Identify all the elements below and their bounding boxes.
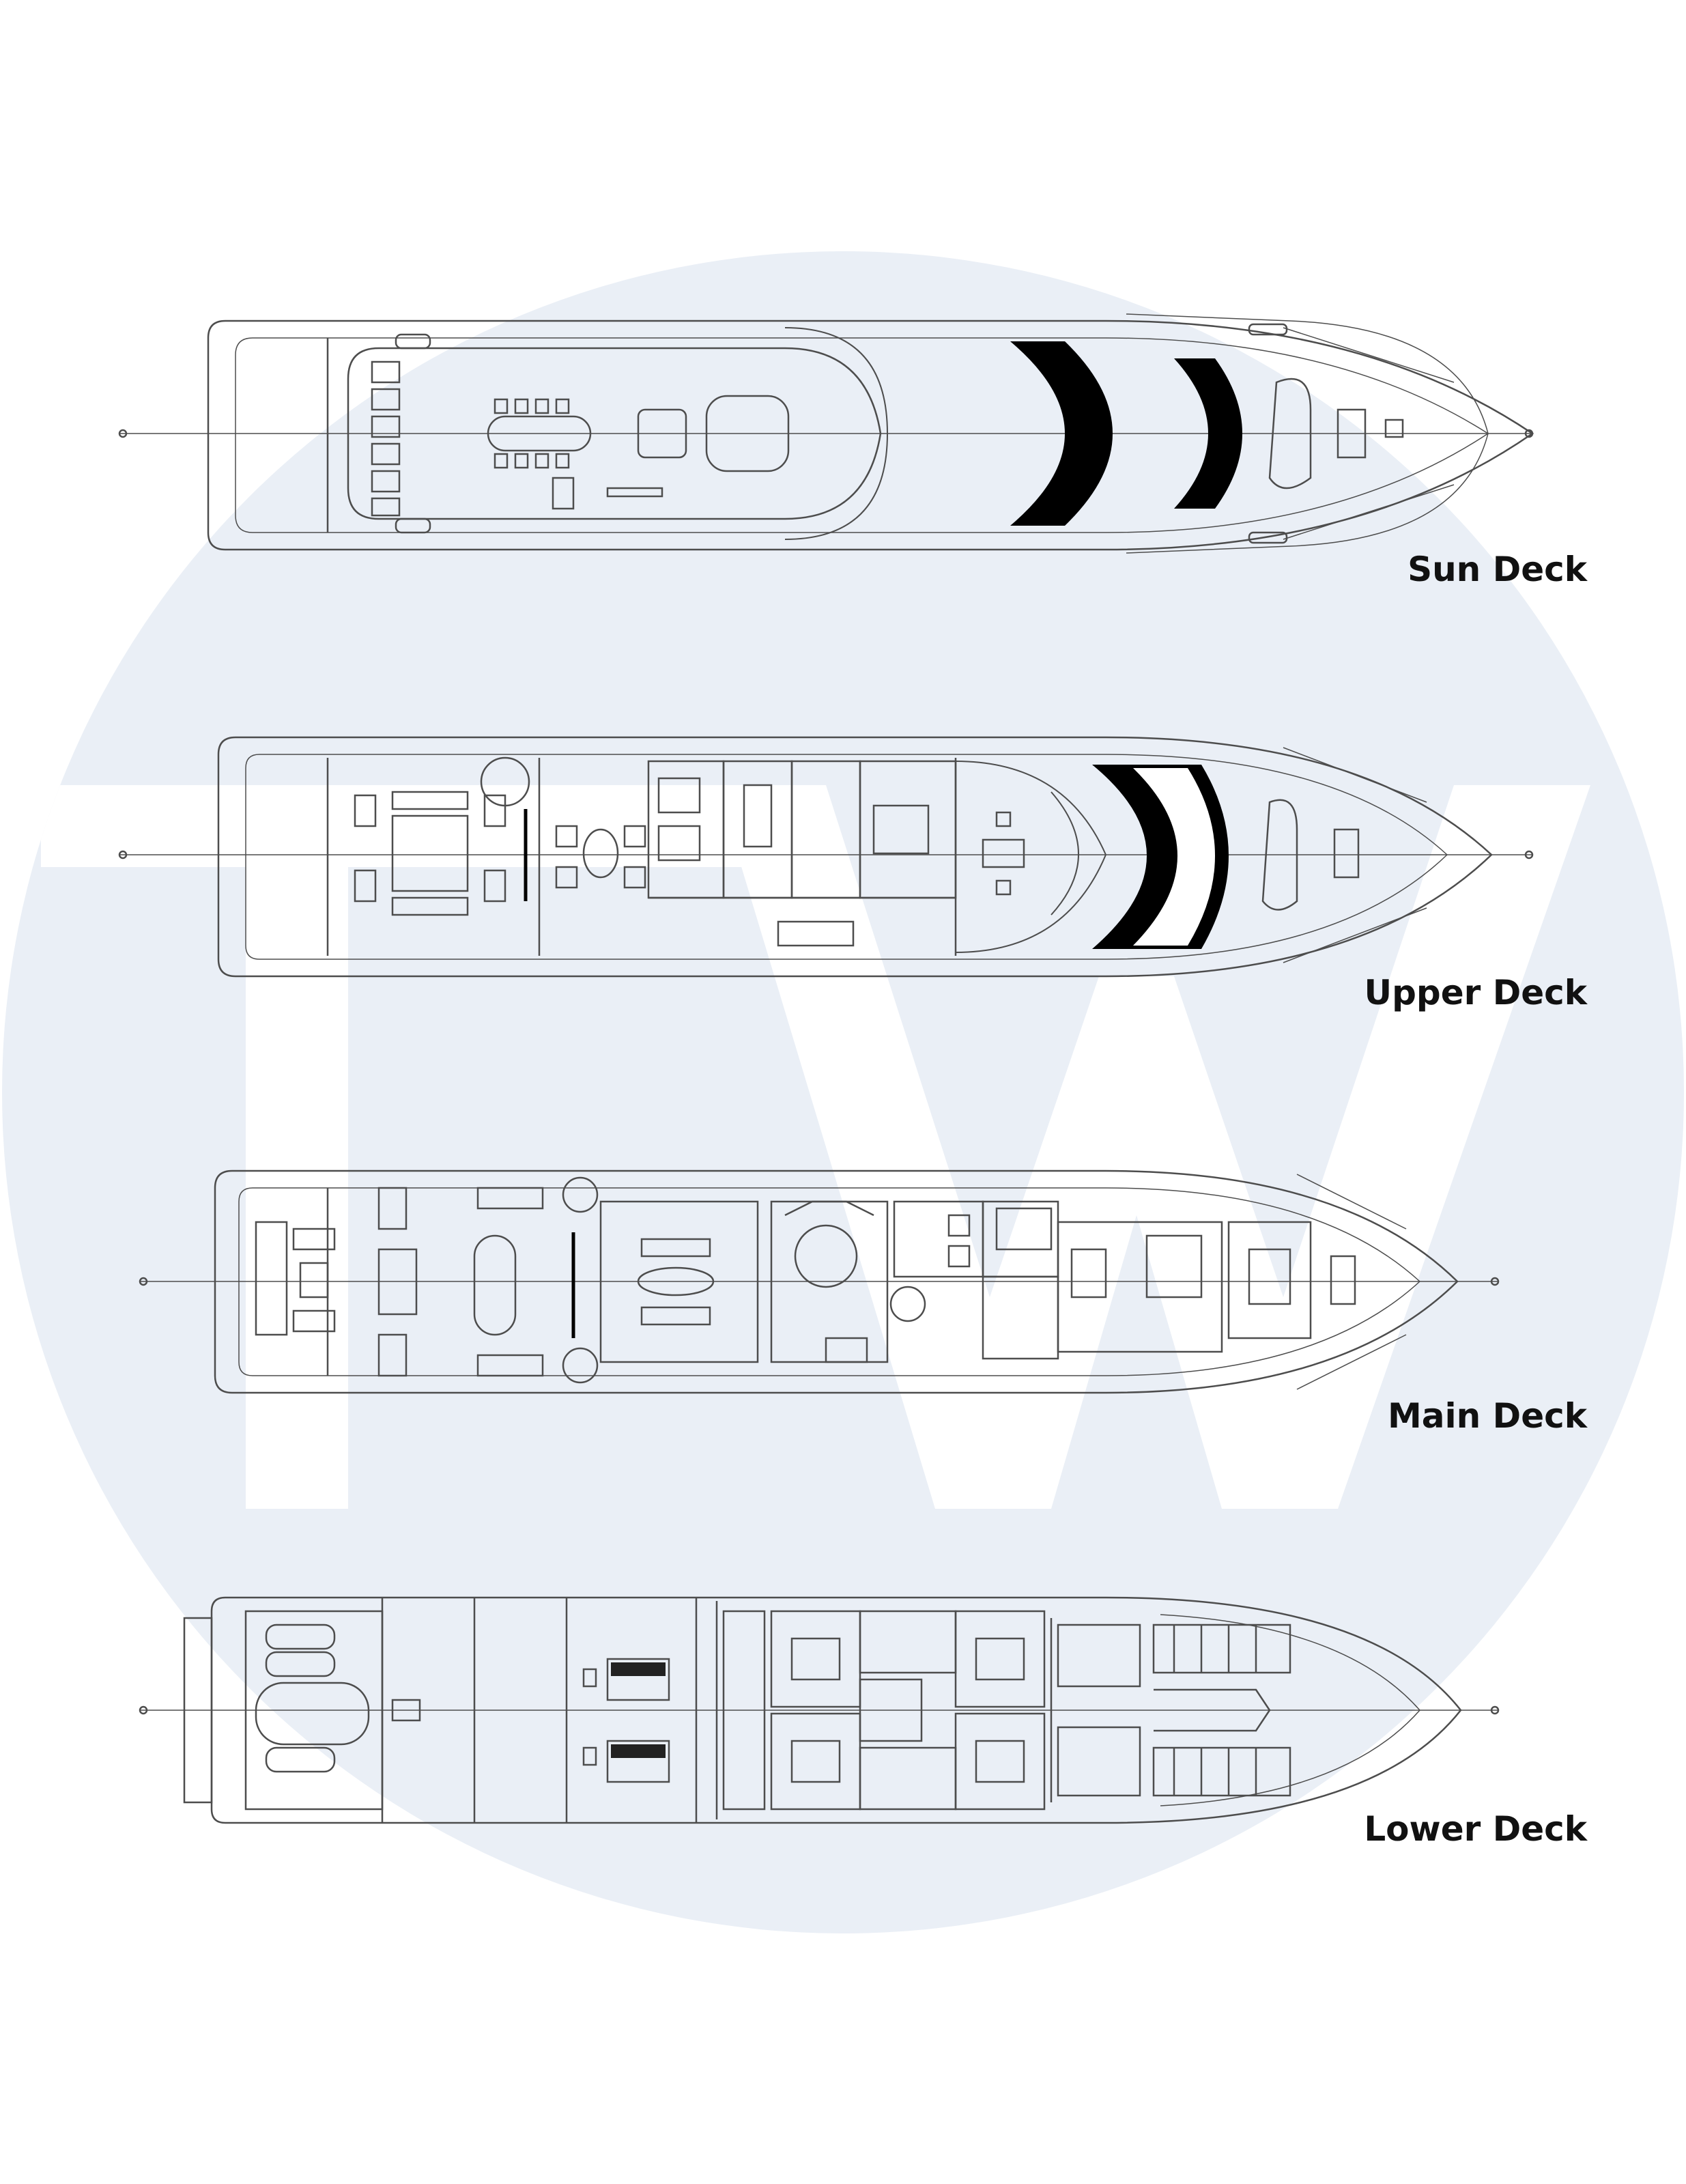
upper-deck-label: Upper Deck	[1364, 973, 1587, 1012]
main-deck-label: Main Deck	[1388, 1396, 1587, 1436]
upper-deck-plan	[118, 736, 1534, 978]
tw-monogram-logo	[2, 251, 1684, 1933]
lower-deck-plan	[139, 1596, 1500, 1824]
main-deck-plan	[139, 1169, 1500, 1394]
lower-deck-label: Lower Deck	[1364, 1809, 1587, 1849]
sun-deck-plan	[118, 313, 1534, 554]
sun-deck-radar-arch	[1010, 341, 1242, 526]
upper-deck-radar-arch	[1092, 765, 1229, 949]
lower-deck-engines	[611, 1662, 666, 1758]
sun-deck-label: Sun Deck	[1408, 550, 1587, 589]
